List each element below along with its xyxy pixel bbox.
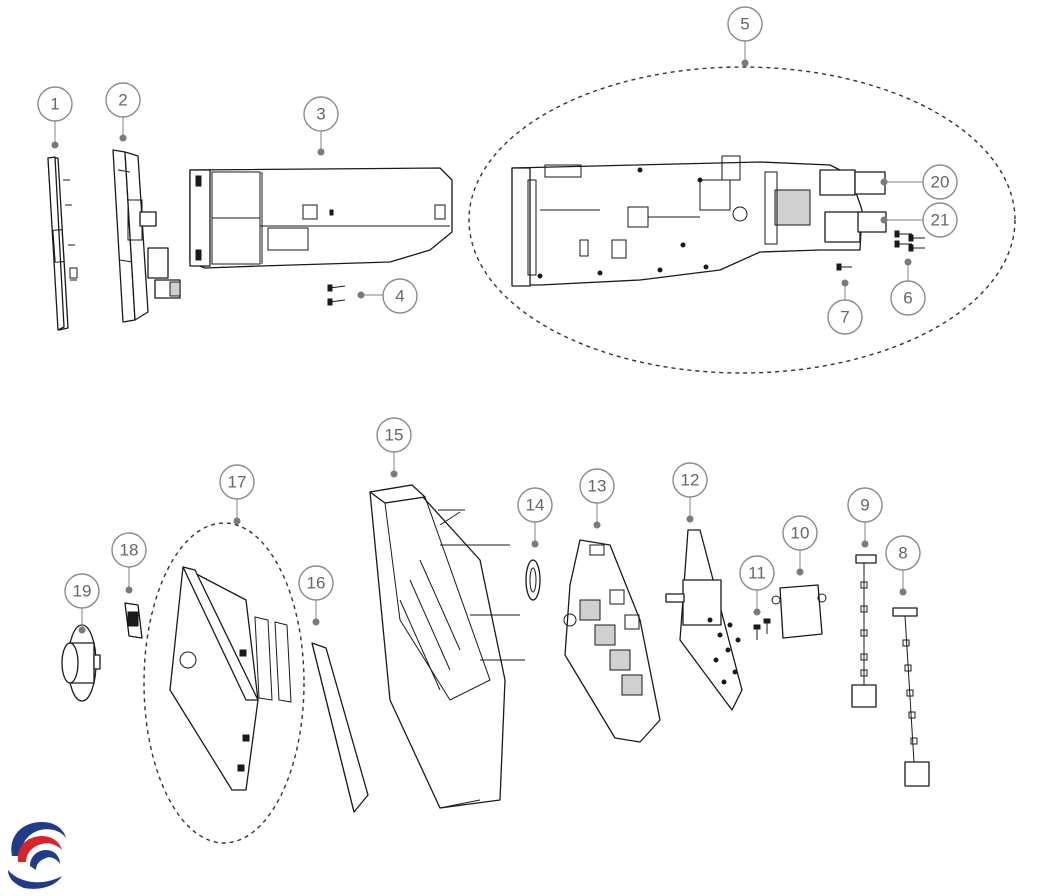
callout-18-label: 18 xyxy=(120,541,139,560)
part-14-seal xyxy=(525,559,541,601)
callout-4: 4 xyxy=(357,278,418,314)
callout-21-label: 21 xyxy=(931,211,950,230)
callout-20: 20 xyxy=(880,164,958,200)
part-19-knob xyxy=(61,624,101,702)
part-1-front-plate xyxy=(47,156,78,331)
callout-9-label: 9 xyxy=(860,496,869,515)
part-5-dispenser-housing xyxy=(511,155,887,287)
callout-20-label: 20 xyxy=(931,173,950,192)
callout-1-label: 1 xyxy=(50,95,59,114)
part-10-bracket-plate xyxy=(771,584,827,639)
part-6-screws xyxy=(894,230,925,252)
callout-10-label: 10 xyxy=(791,524,810,543)
callout-2-label: 2 xyxy=(118,91,127,110)
callout-2: 2 xyxy=(105,82,141,142)
callout-8: 8 xyxy=(885,535,921,596)
callout-19-label: 19 xyxy=(73,582,92,601)
callout-7-label: 7 xyxy=(840,308,849,327)
part-18-small-board xyxy=(124,602,143,639)
callout-1: 1 xyxy=(37,86,73,149)
group-5-boundary xyxy=(468,66,1016,374)
callout-10: 10 xyxy=(782,515,818,576)
group-17-boundary xyxy=(143,522,305,844)
callout-12-label: 12 xyxy=(681,471,700,490)
callout-5: 5 xyxy=(727,6,763,67)
part-7-screw xyxy=(836,263,852,271)
callout-13: 13 xyxy=(579,468,615,529)
callout-15-label: 15 xyxy=(385,426,404,445)
part-17-control-panel xyxy=(169,566,292,791)
part-9-wire-harness xyxy=(851,554,877,708)
callout-21: 21 xyxy=(880,202,958,238)
part-12-pcb xyxy=(665,529,743,711)
callout-9: 9 xyxy=(847,487,883,548)
callout-12: 12 xyxy=(672,462,708,523)
callout-16: 16 xyxy=(298,565,334,626)
callout-13-label: 13 xyxy=(588,477,607,496)
brand-swirl-icon xyxy=(8,822,66,889)
callout-6-label: 6 xyxy=(903,289,912,308)
part-11-screws xyxy=(753,618,771,640)
callout-8-label: 8 xyxy=(898,544,907,563)
callout-15: 15 xyxy=(376,417,412,478)
part-15-front-console xyxy=(369,484,525,809)
callout-17-label: 17 xyxy=(228,473,247,492)
callout-6: 6 xyxy=(890,258,926,316)
part-3-dispenser-drawer xyxy=(189,167,453,269)
callout-3: 3 xyxy=(303,96,339,156)
callout-7: 7 xyxy=(827,279,863,335)
callout-11-label: 11 xyxy=(748,564,766,583)
callout-19: 19 xyxy=(64,573,100,634)
callout-18: 18 xyxy=(111,532,147,594)
part-16-membrane-sheet xyxy=(311,642,369,813)
callout-14: 14 xyxy=(517,487,553,548)
part-2-front-bracket xyxy=(112,149,181,323)
callout-17: 17 xyxy=(219,464,255,525)
callout-3-label: 3 xyxy=(316,105,325,124)
part-8-wire-harness xyxy=(892,607,930,787)
callout-5-label: 5 xyxy=(740,15,749,34)
part-13-board-housing xyxy=(563,539,661,743)
callout-4-label: 4 xyxy=(395,287,404,306)
callout-14-label: 14 xyxy=(526,496,545,515)
part-4-screws xyxy=(327,284,346,306)
callout-16-label: 16 xyxy=(307,574,326,593)
callout-11: 11 xyxy=(739,555,775,616)
